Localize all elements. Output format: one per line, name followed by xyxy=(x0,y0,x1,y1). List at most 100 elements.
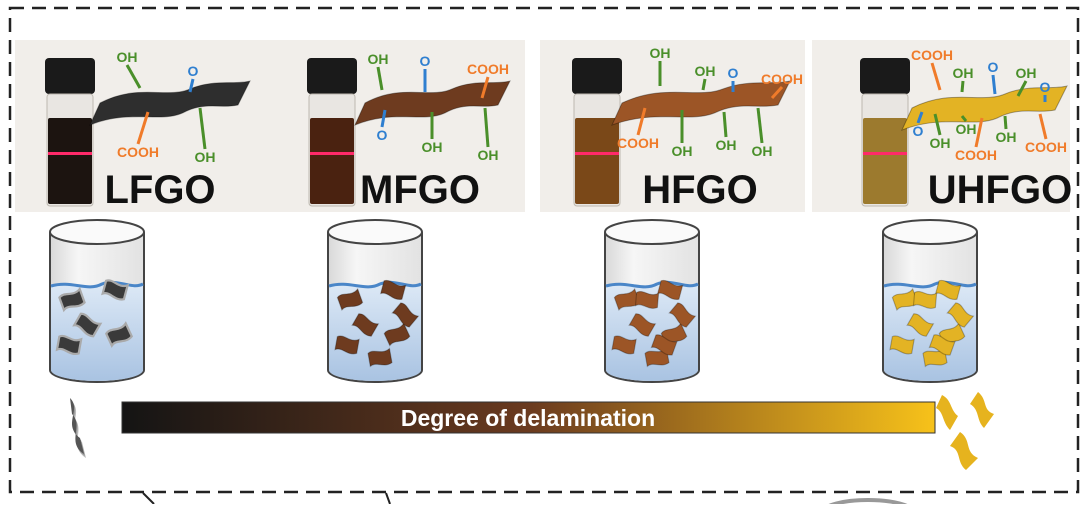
epoxide-group-label: O xyxy=(913,123,924,139)
sheet-flake xyxy=(72,312,103,338)
vial-cap xyxy=(45,58,95,94)
laser-beam xyxy=(48,152,92,155)
oh-group-label: OH xyxy=(478,147,499,163)
sheet-flake xyxy=(55,334,83,356)
sheet-flake xyxy=(379,279,407,300)
bond-line xyxy=(1016,80,1028,97)
bond-line xyxy=(960,80,965,93)
vial-liquid xyxy=(575,118,619,204)
cooh-group-label: COOH xyxy=(467,61,509,77)
vial xyxy=(45,58,95,207)
bond-line xyxy=(991,74,997,95)
sheet-flake xyxy=(367,347,393,368)
bond-line xyxy=(1038,113,1048,140)
laser-beam xyxy=(310,152,354,155)
sheet-flake xyxy=(934,279,962,300)
bond-line xyxy=(125,64,142,89)
sheet-flake xyxy=(334,335,360,355)
graphene-oxide-sheet xyxy=(354,80,511,126)
bond-line xyxy=(770,85,784,100)
sheet-flake xyxy=(668,302,697,328)
epoxide-group-label: O xyxy=(988,59,999,75)
vial xyxy=(572,58,622,207)
graphene-oxide-sheet xyxy=(611,80,791,126)
beaker-rim xyxy=(49,219,145,245)
bond-line xyxy=(916,111,924,124)
sheet-flake xyxy=(101,279,130,301)
epoxide-group-label: O xyxy=(188,63,199,79)
dashed-frame xyxy=(8,6,1080,494)
sheet-flake xyxy=(644,347,670,368)
sheet-flake xyxy=(104,321,134,348)
delamination-bar: Degree of delamination xyxy=(121,401,936,434)
beaker-rim xyxy=(327,219,423,245)
vial-liquid xyxy=(310,118,354,204)
oh-group-label: OH xyxy=(672,143,693,159)
sheet-flake xyxy=(628,313,657,337)
sheet-flake xyxy=(912,291,938,309)
cooh-group-label: COOH xyxy=(1025,139,1067,155)
bond-line xyxy=(188,78,195,93)
beaker-fragment xyxy=(821,498,915,509)
vial xyxy=(860,58,910,207)
epoxide-group-label: O xyxy=(1040,79,1051,95)
cooh-group-label: COOH xyxy=(911,47,953,63)
sample-label: HFGO xyxy=(642,168,758,212)
bond-line xyxy=(930,62,942,91)
stacked-sheets-icon xyxy=(70,398,86,458)
sheet-flake xyxy=(351,313,380,337)
sheet-flake xyxy=(383,322,411,347)
bond-line xyxy=(480,76,490,99)
cooh-group-label: COOH xyxy=(761,71,803,87)
bond-line xyxy=(483,107,490,148)
connector-line xyxy=(142,492,155,505)
laser-beam xyxy=(575,152,619,155)
oh-group-label: OH xyxy=(930,135,951,151)
delamination-label: Degree of delamination xyxy=(401,405,655,431)
bond-line xyxy=(380,109,387,128)
beaker xyxy=(882,219,978,383)
oh-group-label: OH xyxy=(956,121,977,137)
bond-line xyxy=(756,107,764,144)
oh-group-label: OH xyxy=(650,45,671,61)
sample-label: LFGO xyxy=(104,168,215,212)
oh-group-label: OH xyxy=(117,49,138,65)
oh-group-label: OH xyxy=(195,149,216,165)
epoxide-group-label: O xyxy=(420,53,431,69)
photo-background xyxy=(812,40,1070,212)
epoxide-group-label: O xyxy=(728,65,739,81)
vial-liquid xyxy=(48,118,92,204)
bond-line xyxy=(636,107,647,136)
vial-cap xyxy=(307,58,357,94)
cooh-group-label: COOH xyxy=(955,147,997,163)
exfoliated-sheets-icon xyxy=(936,392,994,470)
sheet-flake xyxy=(611,335,637,355)
oh-group-label: OH xyxy=(716,137,737,153)
bond-line xyxy=(960,115,968,122)
sheet-flake xyxy=(946,302,975,328)
panel-lfgo: OH O COOH OH LFGO xyxy=(15,40,265,383)
epoxide-group-label: O xyxy=(377,127,388,143)
vial-liquid xyxy=(863,118,907,204)
oh-group-label: OH xyxy=(368,51,389,67)
cooh-group-label: COOH xyxy=(617,135,659,151)
vial-cap xyxy=(572,58,622,94)
bond-line xyxy=(198,107,207,150)
bond-line xyxy=(136,111,150,145)
oh-group-label: OH xyxy=(752,143,773,159)
sheet-flake xyxy=(650,334,678,356)
cooh-group-label: COOH xyxy=(117,144,159,160)
sample-label: MFGO xyxy=(360,168,480,212)
laser-beam xyxy=(863,152,907,155)
bond-line xyxy=(376,66,384,91)
oh-group-label: OH xyxy=(1016,65,1037,81)
sheet-flake xyxy=(656,279,684,300)
beaker-rim xyxy=(604,219,700,245)
sheet-flake xyxy=(634,291,660,309)
vial-cap xyxy=(860,58,910,94)
beaker xyxy=(49,219,145,383)
